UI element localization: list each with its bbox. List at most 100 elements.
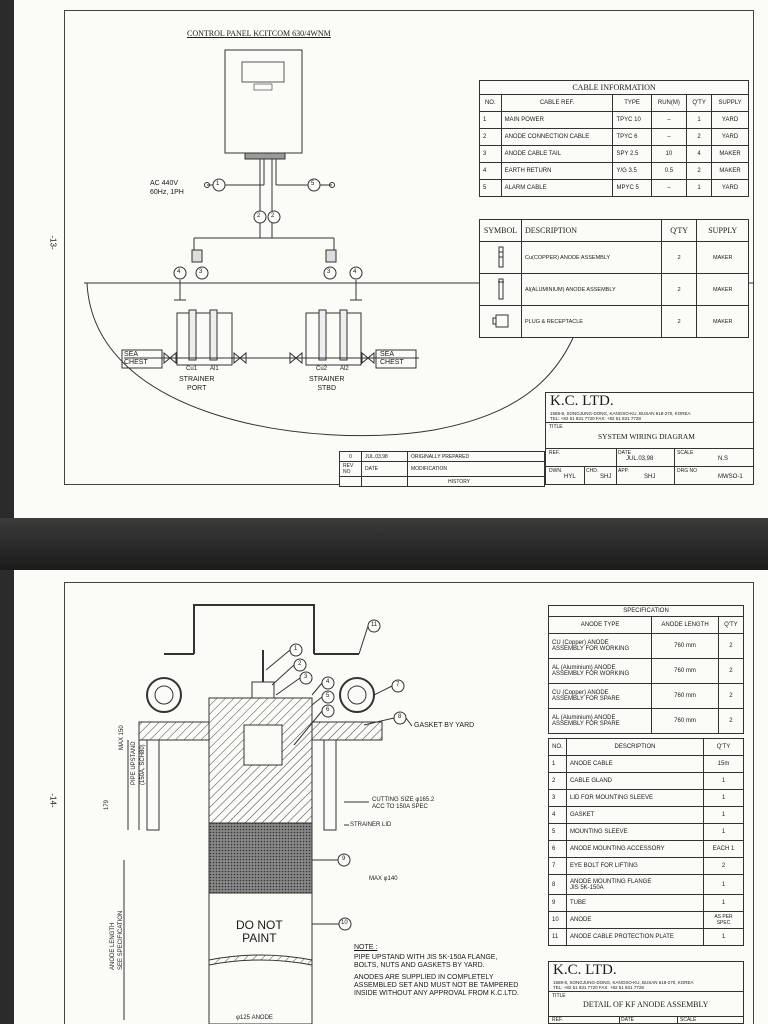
col-header: REV NO [339,461,362,477]
company-tel: TEL: +82 51 831 7720 FAX: +82 51 831 772… [550,416,641,421]
cell: 1 [703,874,744,895]
cell: 2 [660,273,698,306]
page-gap [0,518,768,570]
cell: ANODE CABLE [566,755,704,773]
cell: 1 [703,894,744,912]
dwn-label: DWN. [549,468,563,474]
scale-label: SCALE [680,1017,697,1023]
cu-anode-symbol-icon [479,241,522,274]
history-label: HISTORY [407,476,545,487]
note-2: ANODES ARE SUPPLIED IN COMPLETELY ASSEMB… [354,974,519,997]
control-panel-box [224,49,303,154]
wiring-diagram [84,49,754,437]
cell: 6 [548,840,567,858]
flange-left [138,721,210,741]
cell: 9 [548,894,567,912]
col-header: SUPPLY [696,219,749,242]
cell: PLUG & RECEPTACLE [521,305,662,338]
col-header: SYMBOL [479,219,522,242]
col-header: ANODE LENGTH [651,616,719,634]
drawing-title: DETAIL OF KF ANODE ASSEMBLY [583,1000,709,1009]
cell: 760 mm [651,658,719,684]
scan-left-edge [0,0,14,1024]
cell: 4 [686,145,713,163]
drgno-label: DRG NO [677,468,697,474]
cell: 1 [703,928,744,946]
cell: Y/G 3.5 [612,162,652,180]
gasket-label: GASKET BY YARD [414,722,475,729]
callout-2b: 2 [271,213,275,219]
scale-label: SCALE [677,450,694,456]
chd-label: CHD. [586,468,599,474]
anode-al2: Al2 [340,366,349,372]
tube [208,822,313,894]
cell: MAKER [696,241,749,274]
col-header: DESCRIPTION [521,219,662,242]
strainer-stbd [305,312,362,366]
company-name: K.C. LTD. [553,962,617,978]
cell: 2 [703,857,744,875]
callout-3a: 3 [199,269,203,275]
date-label: DATE [618,450,631,456]
title-block: K.C. LTD. 1589-8, SONGJUNG-DONG, KANGSO-… [548,961,744,1024]
cell: 3 [479,145,502,163]
title-label: TITLE [549,424,563,430]
pipe-spec-label: (150A, SCH80) [140,744,146,785]
cell: ANODE MOUNTING ACCESSORY [566,840,704,858]
company-address: 1589-8, SONGJUNG-DONG, KANGSO-KU, BUSAN … [553,980,694,985]
company-tel: TEL: +82 51 831 7720 FAX: +82 51 831 772… [553,985,644,990]
cell: TPYC 10 [612,111,652,129]
callout-2a: 2 [257,213,261,219]
col-header: NO. [548,738,567,756]
cell: CU (Copper) ANODE ASSEMBLY FOR SPARE [547,683,653,709]
ref-label: REF. [552,1017,563,1023]
callout-2: 2 [298,661,302,667]
cell: MAKER [711,145,749,163]
anode-cu2: Cu2 [316,366,328,372]
anode-diameter-label: φ125 ANODE [236,1015,273,1021]
cell: Al(ALUMINIUM) ANODE ASSEMBLY [521,273,662,306]
col-header: Q'TY [660,219,698,242]
cell: LID FOR MOUNTING SLEEVE [566,789,704,807]
strainer-port [176,312,233,366]
cell: 1 [479,111,502,129]
cell: TPYC 6 [612,128,652,146]
cell: – [650,179,688,197]
pipe-upstand-label: PIPE UPSTAND [131,741,137,785]
callout-9: 9 [342,856,346,862]
cell: 8 [548,874,567,895]
cell: 760 mm [651,633,719,659]
cell: ANODE CONNECTION CABLE [500,128,614,146]
page-anode-detail: -14- [14,570,768,1024]
callout-circle [212,178,226,192]
ac-label-2: 60Hz, 1PH [150,189,184,196]
company-name: K.C. LTD. [550,393,614,409]
cell: 1 [703,806,744,824]
cell: GASKET [566,806,704,824]
date-value: JUL.03,98 [626,456,654,462]
terminal-strip [244,152,286,160]
callout-3: 3 [304,674,308,680]
cell: AS PER SPEC [703,911,744,929]
sea-chest-right: SEA CHEST [380,351,404,366]
cell: 2 [479,128,502,146]
drgno-value: MWSO-1 [718,474,743,480]
col-header: ANODE TYPE [547,616,653,634]
callout-6: 6 [326,707,330,713]
max150-label: MAX 150 [119,725,125,750]
page-system-wiring: -13- CONTROL PANEL KCITCOM 630/4WNM [14,0,768,520]
sea-chest-left: SEA CHEST [124,351,148,366]
cell: 15m [703,755,744,773]
cell: MAKER [696,273,749,306]
cell: ORIGINALLY PREPARED [407,451,545,462]
cell: ALARM CABLE [500,179,614,197]
app-label: APP. [618,468,629,474]
cell: AL (Aluminium) ANODE ASSEMBLY FOR WORKIN… [547,658,653,684]
